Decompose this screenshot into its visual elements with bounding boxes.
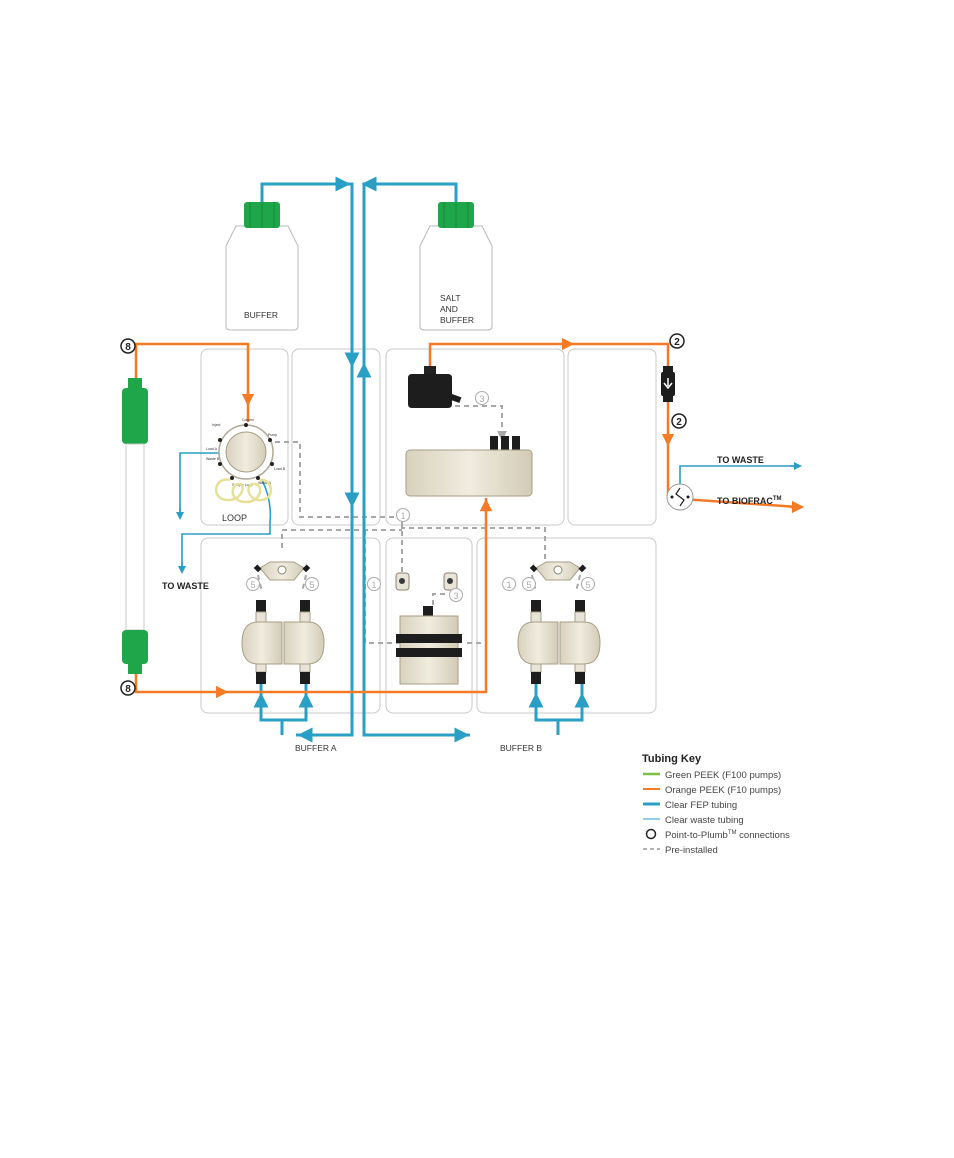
key-item-orange-peek: Orange PEEK (F10 pumps) [665,785,781,796]
key-swatch-point-to-plumb [645,828,657,840]
salt-bottle-label-3: BUFFER [440,315,474,325]
connection-number-2-bottom: 2 [676,417,682,428]
connection-number-3-mid: 3 [453,591,458,601]
valve-port-inject: Inject [212,423,220,427]
connection-badges: 8 8 2 2 3 3 1 1 1 5 5 5 5 [120,333,687,696]
salt-bottle-label-1: SALT [440,293,461,303]
sample-loop-coil [215,478,272,504]
to-waste-right-label: TO WASTE [717,455,764,465]
to-waste-left-label: TO WASTE [162,581,209,591]
buffer-bottle: BUFFER [225,202,299,331]
key-item-green-peek: Green PEEK (F100 pumps) [665,770,781,781]
valve-port-column: Column [242,418,254,422]
valve-port-pump: Pump [268,433,277,437]
panel-injection-valve [200,348,289,526]
connection-number-8-bottom: 8 [125,684,131,695]
buffer-bottle-label: BUFFER [244,310,278,320]
panel-pump-b [476,537,657,714]
panel-mixer [385,348,565,526]
buffer-b-label: BUFFER B [500,743,542,753]
panel-empty-top [291,348,381,526]
connection-number-5-b-right: 5 [585,580,590,590]
valve-port-waste-a: Waste A [258,481,272,485]
inline-filter [661,366,675,402]
mixer-chamber [405,436,533,497]
key-item-clear-waste: Clear waste tubing [665,815,744,826]
connection-number-8-top: 8 [125,342,131,353]
panel-pump-a [200,537,381,714]
flow-cell [395,572,462,685]
connection-number-5-a-right: 5 [309,580,314,590]
instrument-panels [200,348,657,714]
panel-flow-cell [385,537,473,714]
diverter-valve [666,483,694,511]
key-item-point-to-plumb: Point-to-PlumbTM connections [665,830,790,841]
panel-detector [567,348,657,526]
mixer [408,366,462,408]
connection-number-3-top: 3 [479,394,484,404]
key-item-clear-fep: Clear FEP tubing [665,800,737,811]
clear-waste-tubing [176,452,802,574]
connection-number-1-right: 1 [400,511,405,521]
tubing-key-title: Tubing Key [642,753,702,765]
connection-number-5-b-left: 5 [526,580,531,590]
column [122,378,148,674]
clear-fep-tubing [253,176,590,743]
loop-label: LOOP [222,513,247,523]
valve-port-load-a: Load A [206,447,218,451]
pump-a [241,561,325,684]
valve-port-waste-b: Waste B [206,457,220,461]
buffer-a-label: BUFFER A [295,743,337,753]
valve-port-load-b: Load B [274,467,286,471]
tubing-key: Tubing Key Green PEEK (F100 pumps) Orang… [642,753,790,856]
connection-number-2-top: 2 [674,337,680,348]
to-biofrac-label: TO BIOFRACTM [717,496,782,506]
salt-buffer-bottle: SALT AND BUFFER [419,202,493,331]
connection-number-1-left: 1 [371,580,376,590]
pump-b [517,561,601,684]
injection-valve[interactable]: Column Pump Inject Load A Waste B Sample… [206,418,286,523]
key-item-preinstalled: Pre-installed [665,845,718,856]
connection-number-1-farright: 1 [506,580,511,590]
connection-number-5-a-left: 5 [250,580,255,590]
salt-bottle-label-2: AND [440,304,458,314]
